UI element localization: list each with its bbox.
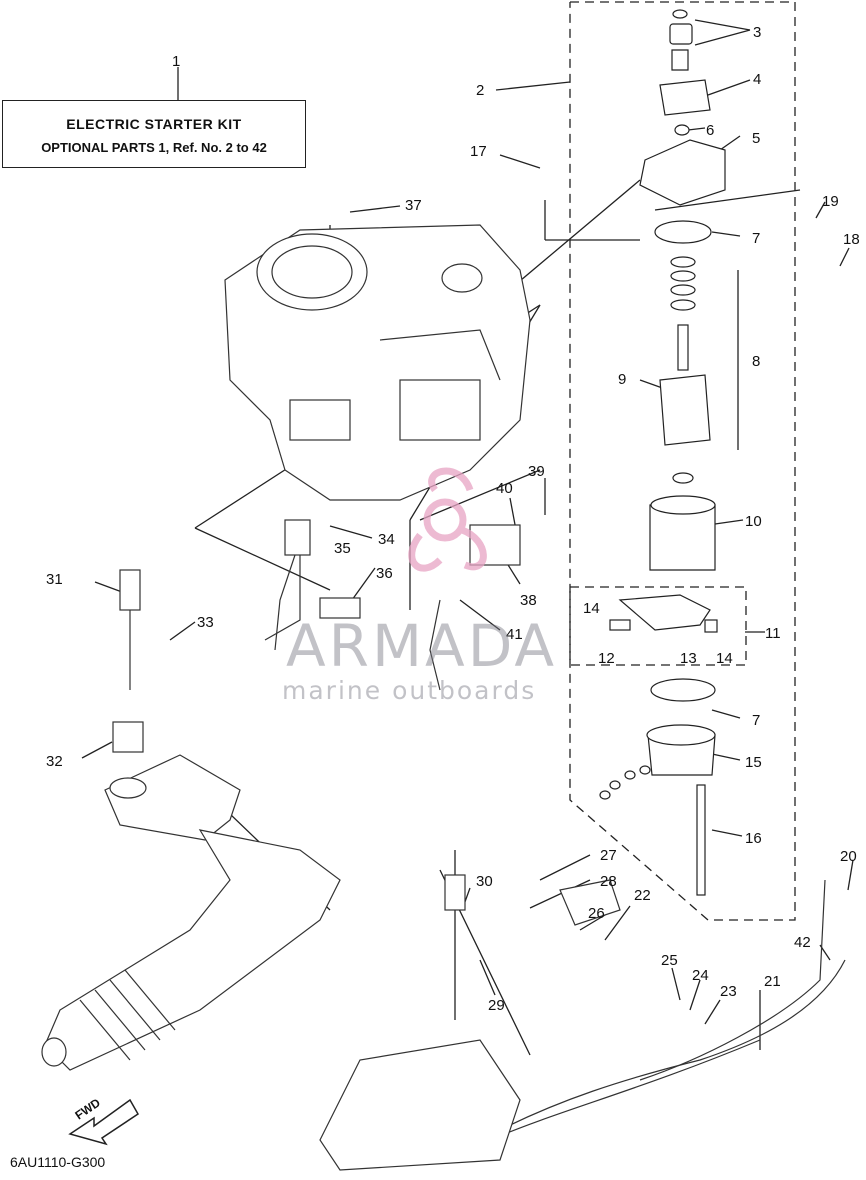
callout-25: 25 — [661, 952, 678, 969]
callout-23: 23 — [720, 983, 737, 1000]
callout-31: 31 — [46, 571, 63, 588]
callout-40: 40 — [496, 480, 513, 497]
callout-27: 27 — [600, 847, 617, 864]
wiring-harness — [112, 519, 846, 1171]
kit-subtitle: OPTIONAL PARTS 1, Ref. No. 2 to 42 — [41, 140, 267, 155]
callout-1: 1 — [172, 53, 180, 70]
watermark-logo-icon — [408, 467, 487, 572]
callout-24: 24 — [692, 967, 709, 984]
callout-37: 37 — [405, 197, 422, 214]
callout-11: 11 — [765, 625, 781, 642]
callout-9: 9 — [618, 371, 626, 388]
callout-15: 15 — [745, 754, 762, 771]
callout-38: 38 — [520, 592, 537, 609]
callout-14b: 14 — [716, 650, 733, 667]
callout-42: 42 — [794, 934, 811, 951]
callout-17: 17 — [470, 143, 487, 160]
kit-label-box: ELECTRIC STARTER KIT OPTIONAL PARTS 1, R… — [2, 100, 306, 168]
callout-14a: 14 — [583, 600, 600, 617]
tiller-handle — [41, 754, 341, 1071]
callout-32: 32 — [46, 753, 63, 770]
callout-26: 26 — [588, 905, 605, 922]
callout-19: 19 — [822, 193, 839, 210]
diagram-code: 6AU1110-G300 — [10, 1154, 106, 1170]
callout-7a: 7 — [752, 230, 760, 247]
callout-5: 5 — [752, 130, 760, 147]
callout-39: 39 — [528, 463, 545, 480]
callout-8: 8 — [752, 353, 760, 370]
callout-21: 21 — [764, 973, 781, 990]
engine-block — [224, 224, 531, 501]
callout-28: 28 — [600, 873, 617, 890]
callout-7b: 7 — [752, 712, 760, 729]
callout-41: 41 — [506, 626, 523, 643]
callout-30: 30 — [476, 873, 493, 890]
callout-22: 22 — [634, 887, 651, 904]
callout-numbers: 1 2 3 4 5 6 7 8 9 10 11 12 13 14 14 7 15… — [46, 24, 860, 1014]
callout-36: 36 — [376, 565, 393, 582]
callout-35: 35 — [334, 540, 351, 557]
callout-29: 29 — [488, 997, 505, 1014]
starter-motor — [599, 9, 726, 896]
brush-holder-boundary — [569, 586, 747, 666]
callout-13: 13 — [680, 650, 697, 667]
watermark-subtitle: marine outboards — [282, 676, 537, 705]
callout-3: 3 — [753, 24, 761, 41]
callout-4: 4 — [753, 71, 761, 88]
fwd-arrow-icon — [68, 1098, 139, 1146]
starter-kit-boundary — [569, 1, 796, 921]
callout-34: 34 — [378, 531, 395, 548]
callout-20: 20 — [840, 848, 857, 865]
callout-33: 33 — [197, 614, 214, 631]
callout-12: 12 — [598, 650, 615, 667]
kit-title: ELECTRIC STARTER KIT — [66, 116, 242, 132]
watermark-title: ARMADA — [286, 612, 558, 680]
callout-16: 16 — [745, 830, 762, 847]
callout-10: 10 — [745, 513, 762, 530]
callout-6: 6 — [706, 122, 714, 139]
callout-2: 2 — [476, 82, 484, 99]
callout-18: 18 — [843, 231, 860, 248]
